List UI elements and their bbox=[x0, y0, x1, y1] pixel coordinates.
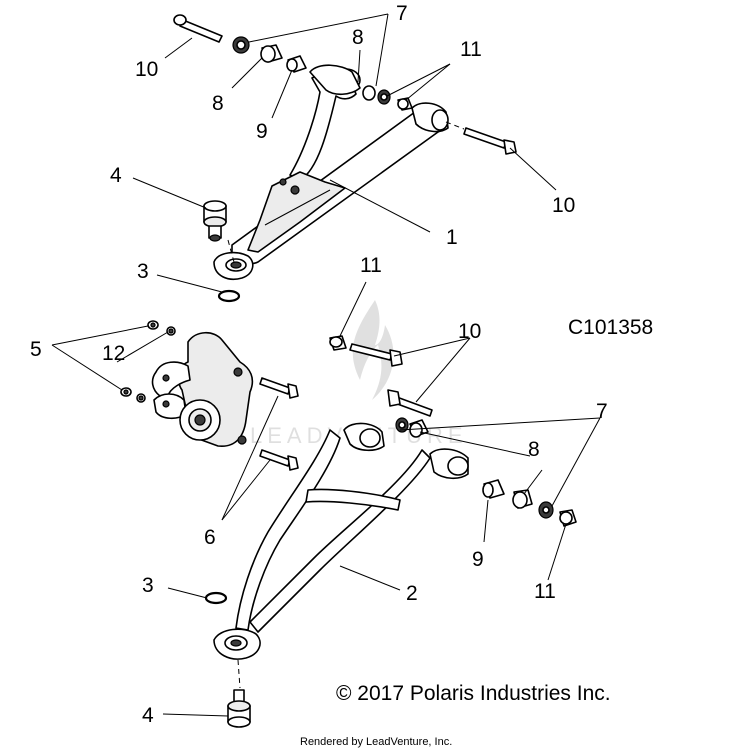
lower-ball-joint bbox=[227, 659, 251, 728]
callout-4: 4 bbox=[110, 164, 122, 187]
lower-washer-left bbox=[395, 417, 409, 433]
lower-bushing-left bbox=[409, 419, 429, 438]
callout-4: 4 bbox=[142, 704, 154, 727]
lower-bolt-rear bbox=[349, 343, 403, 367]
lower-nut-right bbox=[559, 509, 577, 527]
callout-5: 5 bbox=[30, 338, 42, 361]
leader-lines bbox=[51, 13, 601, 717]
callout-9: 9 bbox=[256, 120, 268, 143]
callout-3: 3 bbox=[137, 260, 149, 283]
callout-10: 10 bbox=[135, 58, 158, 81]
upper-a-arm bbox=[213, 64, 449, 280]
callout-11: 11 bbox=[534, 580, 556, 603]
callout-11: 11 bbox=[460, 38, 482, 61]
callout-8: 8 bbox=[528, 438, 540, 461]
rendered-by-text: Rendered by LeadVenture, Inc. bbox=[300, 736, 452, 748]
upper-ball-joint bbox=[203, 200, 235, 263]
upper-rear-bolt bbox=[173, 14, 223, 43]
callout-7: 7 bbox=[596, 400, 608, 423]
lower-sleeve bbox=[482, 479, 505, 499]
lower-bushing-right bbox=[512, 489, 533, 509]
upper-nut bbox=[397, 97, 413, 111]
lower-a-arm bbox=[213, 422, 469, 660]
callout-2: 2 bbox=[406, 582, 418, 605]
copyright-text: © 2017 Polaris Industries Inc. bbox=[336, 682, 611, 705]
upper-sleeve bbox=[286, 55, 307, 73]
knuckle-bolt-upper bbox=[259, 377, 299, 399]
callout-labels: 10 7 8 11 8 9 4 10 1 3 11 C101358 10 5 1… bbox=[30, 2, 653, 727]
lower-nut-middle bbox=[329, 335, 347, 351]
callout-11: 11 bbox=[360, 254, 382, 277]
callout-10: 10 bbox=[458, 320, 481, 343]
callout-10: 10 bbox=[552, 194, 575, 217]
upper-front-bolt bbox=[445, 121, 517, 155]
callout-1: 1 bbox=[446, 226, 458, 249]
upper-bushing-right bbox=[362, 85, 391, 105]
callout-12: 12 bbox=[102, 342, 125, 365]
diagram-code: C101358 bbox=[568, 316, 653, 339]
lower-washer-right bbox=[538, 501, 554, 519]
upper-retaining-ring bbox=[217, 289, 241, 303]
steering-knuckle bbox=[151, 331, 254, 447]
knuckle-bolt-lower bbox=[259, 449, 299, 471]
knuckle-washer-lower bbox=[136, 393, 146, 403]
upper-washer-left bbox=[232, 36, 250, 54]
lower-retaining-ring bbox=[204, 591, 228, 605]
knuckle-nut-lower bbox=[120, 387, 132, 397]
callout-3: 3 bbox=[142, 574, 154, 597]
upper-bushing-left bbox=[260, 44, 283, 63]
callout-7: 7 bbox=[396, 2, 408, 25]
knuckle-washer-upper bbox=[166, 326, 176, 336]
callout-8: 8 bbox=[352, 26, 364, 49]
callout-8: 8 bbox=[212, 92, 224, 115]
callout-6: 6 bbox=[204, 526, 216, 549]
lower-bolt-front bbox=[387, 389, 433, 417]
knuckle-nut-upper bbox=[147, 320, 159, 330]
callout-9: 9 bbox=[472, 548, 484, 571]
